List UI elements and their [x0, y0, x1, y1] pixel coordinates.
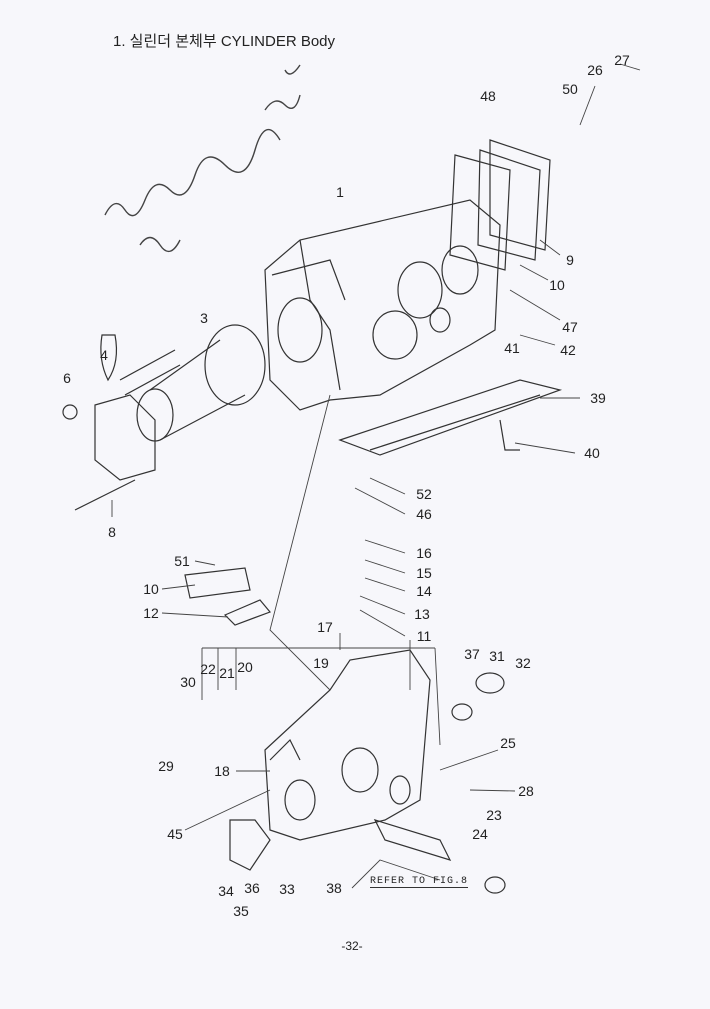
handwritten-notes — [104, 64, 301, 253]
callout-30: 30 — [180, 674, 196, 690]
callout-3: 3 — [200, 310, 208, 326]
callout-34: 34 — [218, 883, 234, 899]
callout-15: 15 — [416, 565, 432, 581]
callout-31: 31 — [489, 648, 505, 664]
callout-37: 37 — [464, 646, 480, 662]
gear-case — [264, 649, 431, 841]
callout-26: 26 — [587, 62, 603, 78]
refer-to-fig-note: REFER TO FIG.8 — [370, 876, 469, 888]
callout-19: 19 — [313, 655, 329, 671]
callout-35: 35 — [233, 903, 249, 919]
page-number: -32- — [341, 939, 363, 953]
callout-29: 29 — [158, 758, 174, 774]
callout-42: 42 — [560, 342, 576, 358]
cylinder-head-gasket — [94, 394, 156, 481]
rail-bars — [338, 379, 563, 456]
callout-20: 20 — [237, 659, 253, 675]
callout-18: 18 — [214, 763, 230, 779]
callout-36: 36 — [244, 880, 260, 896]
callout-48: 48 — [480, 88, 496, 104]
page-title: 1. 실린더 본체부 CYLINDER Body — [113, 33, 336, 50]
leader-lines — [111, 63, 641, 889]
callout-11: 11 — [416, 628, 432, 644]
callout-47: 47 — [562, 319, 578, 335]
callout-9: 9 — [566, 252, 574, 268]
callout-14: 14 — [416, 583, 432, 599]
callout-41: 41 — [504, 340, 520, 356]
callout-33: 33 — [279, 881, 295, 897]
callout-25: 25 — [500, 735, 516, 751]
callout-39: 39 — [590, 390, 606, 406]
plate-10 — [184, 567, 251, 599]
callout-40: 40 — [584, 445, 600, 461]
side-cover-plate — [489, 139, 551, 251]
callout-50: 50 — [562, 81, 578, 97]
callout-27: 27 — [614, 52, 630, 68]
cylinder-liner — [136, 324, 266, 442]
callout-51: 51 — [174, 553, 190, 569]
callout-52: 52 — [416, 486, 432, 502]
cylinder-block — [264, 199, 501, 411]
callout-4: 4 — [100, 347, 108, 363]
gasket-12 — [223, 599, 272, 626]
callout-17: 17 — [317, 619, 333, 635]
callout-8: 8 — [108, 524, 116, 540]
callout-10b: 10 — [143, 581, 159, 597]
callout-22: 22 — [200, 661, 216, 677]
callout-38: 38 — [326, 880, 342, 896]
callout-1: 1 — [336, 184, 344, 200]
callout-21: 21 — [219, 665, 235, 681]
callout-10: 10 — [549, 277, 565, 293]
callout-23: 23 — [486, 807, 502, 823]
callout-13: 13 — [414, 606, 430, 622]
callout-6: 6 — [63, 370, 71, 386]
callout-45: 45 — [167, 826, 183, 842]
callout-16: 16 — [416, 545, 432, 561]
callout-32: 32 — [515, 655, 531, 671]
callout-28: 28 — [518, 783, 534, 799]
callout-12: 12 — [143, 605, 159, 621]
callout-24: 24 — [472, 826, 488, 842]
callout-46: 46 — [416, 506, 432, 522]
